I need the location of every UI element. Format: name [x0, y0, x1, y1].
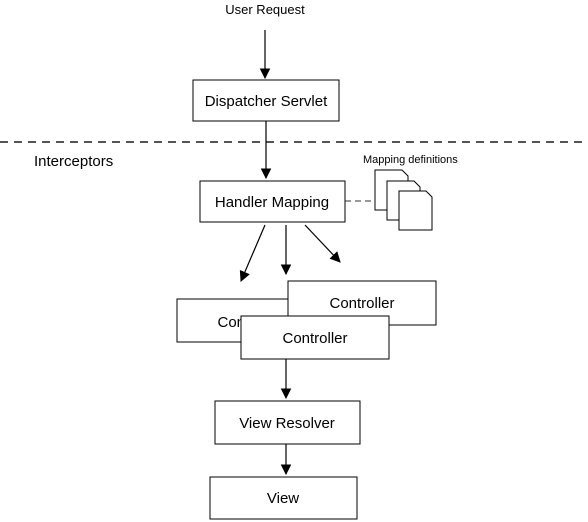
- mapping-arrow-left: [239, 224, 266, 282]
- controller-front-node[interactable]: Controller: [240, 315, 390, 360]
- mapping-definitions-label: Mapping definitions: [363, 154, 458, 166]
- dispatcher-servlet-node[interactable]: Dispatcher Servlet: [192, 79, 340, 122]
- documents-icon: [374, 169, 433, 231]
- view-resolver-node[interactable]: View Resolver: [214, 400, 361, 445]
- view-resolver-label: View Resolver: [239, 415, 335, 432]
- view-node[interactable]: View: [209, 476, 358, 520]
- view-label: View: [267, 490, 299, 507]
- controller-front-label: Controller: [282, 330, 347, 347]
- dispatcher-servlet-label: Dispatcher Servlet: [205, 93, 328, 110]
- handler-mapping-label: Handler Mapping: [215, 194, 329, 211]
- interceptors-label: Interceptors: [34, 153, 113, 170]
- handler-mapping-node[interactable]: Handler Mapping: [199, 180, 346, 223]
- mapping-arrow-right: [304, 224, 341, 263]
- controller-middle-label: Controller: [329, 295, 394, 312]
- user-request-label: User Request: [225, 2, 305, 17]
